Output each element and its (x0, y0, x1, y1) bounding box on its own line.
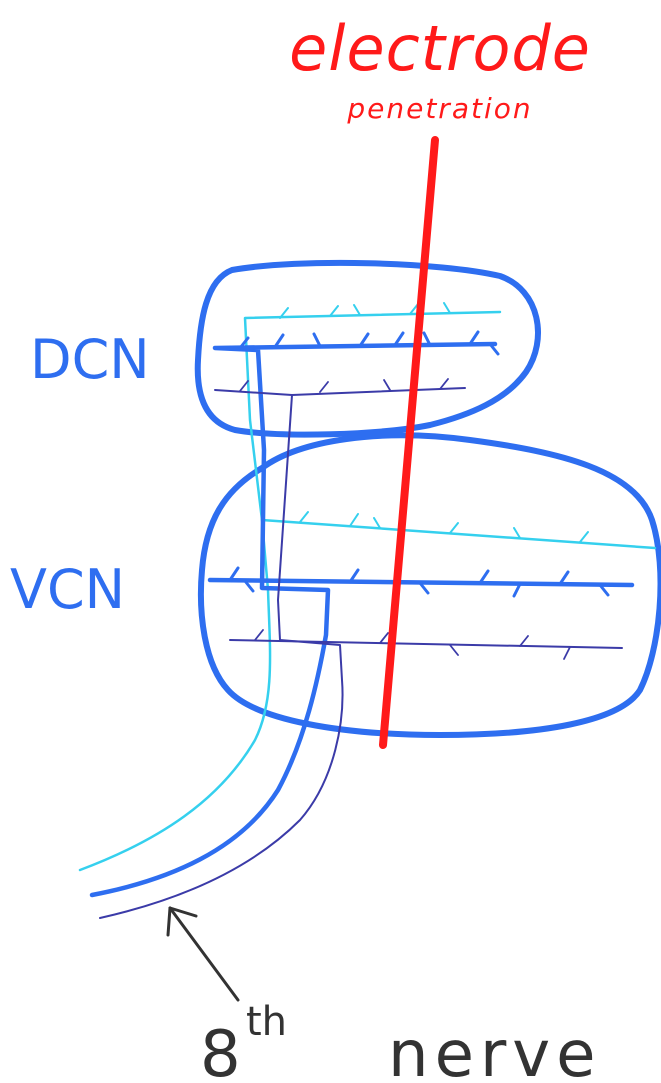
electrode-line (379, 136, 439, 749)
dcn-outline (194, 259, 541, 438)
vcn-outline (197, 432, 661, 738)
fiber-light-vcn-branch (260, 518, 657, 550)
nerve-arrow-head (166, 906, 198, 937)
fiber-dark-ticks (239, 378, 571, 660)
dcn-label: DCN (30, 328, 150, 391)
fiber-medium (89, 341, 498, 898)
nerve-number: 8 (200, 1018, 247, 1083)
fiber-medium-ticks (228, 330, 610, 598)
nerve-word: nerve (388, 1018, 602, 1083)
fiber-dark (99, 387, 466, 919)
fiber-light (78, 310, 502, 872)
electrode-subtitle: penetration (346, 92, 532, 125)
nerve-number-suffix: th (246, 999, 287, 1045)
vcn-label: VCN (10, 558, 125, 621)
fiber-dark-dcn-branch (214, 389, 293, 396)
nerve-arrow-shaft (168, 906, 240, 1002)
electrode-title: electrode (289, 12, 591, 85)
fiber-dark-vcn-branch (229, 639, 623, 649)
nerve-arrow (166, 906, 240, 1002)
fiber-light-ticks (279, 302, 589, 543)
